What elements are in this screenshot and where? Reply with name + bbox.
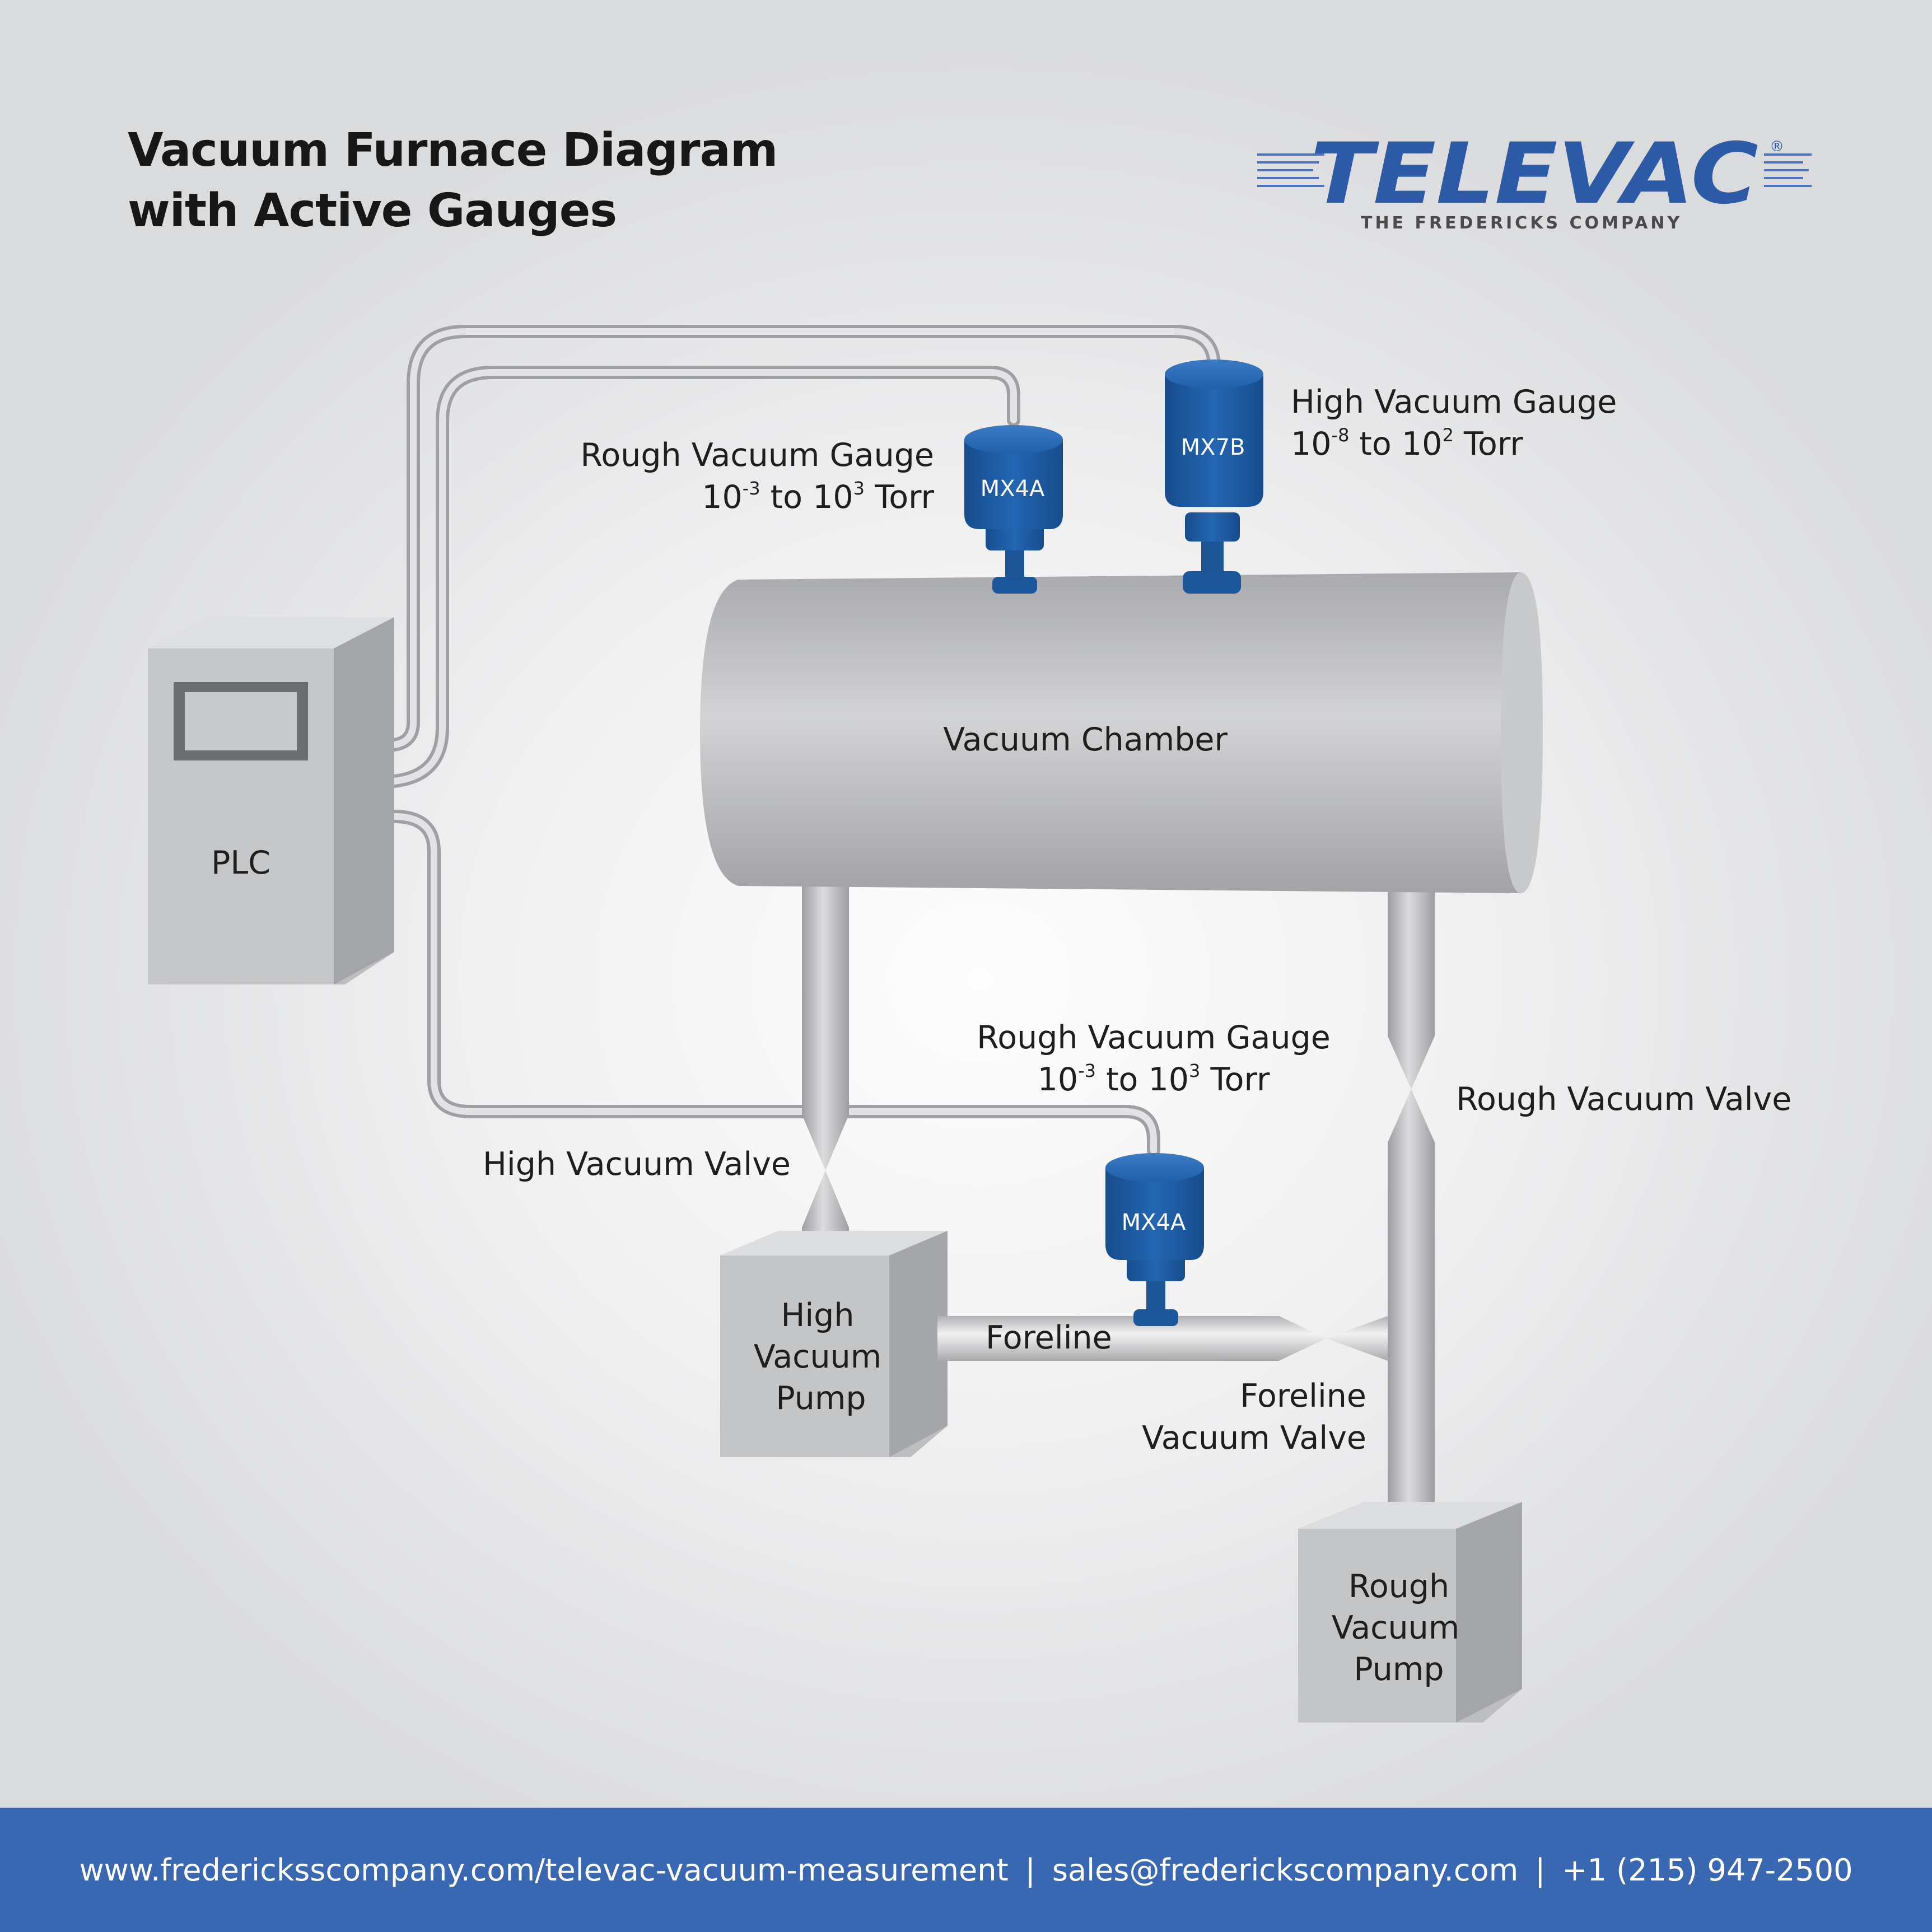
logo-registered-mark: ® [1770, 138, 1784, 155]
logo-tagline: THE FREDERICKS COMPANY [1361, 213, 1682, 233]
high-vacuum-gauge-top-name: High Vacuum Gauge [1291, 384, 1617, 421]
page-title: Vacuum Furnace Diagram with Active Gauge… [128, 120, 778, 241]
rough-vacuum-gauge-foreline-range: 10-3 to 103 Torr [1038, 1060, 1270, 1098]
signal-cables [388, 325, 1221, 1158]
rough-vacuum-gauge-top-range: 10-3 to 103 Torr [702, 478, 934, 516]
foreline-valve-label-1: Foreline [1240, 1378, 1366, 1415]
rough-vacuum-pump-label-3: Pump [1354, 1651, 1444, 1688]
footer-divider: | [1025, 1852, 1035, 1888]
rough-vacuum-pipe-upper [1388, 879, 1435, 1036]
high-vacuum-pump-label-2: Vacuum [754, 1338, 882, 1375]
high-vacuum-gauge-top: MX7B [1165, 360, 1263, 594]
logo-wordmark: TELEVAC [1310, 130, 1758, 223]
footer-bar: www.fredericksscompany.com/televac-vacuu… [0, 1808, 1932, 1932]
footer-website-link[interactable]: www.fredericksscompany.com/televac-vacuu… [79, 1852, 1009, 1888]
rough-vacuum-gauge-foreline: MX4A [1105, 1153, 1204, 1326]
high-vacuum-pump-label-3: Pump [776, 1380, 866, 1417]
rough-vacuum-valve-label: Rough Vacuum Valve [1456, 1081, 1791, 1118]
rough-vacuum-pipe-lower [1388, 1142, 1435, 1523]
high-vacuum-pump-label-1: High [781, 1297, 854, 1334]
vacuum-chamber-label: Vacuum Chamber [943, 721, 1228, 758]
rough-vacuum-pump-label-1: Rough [1348, 1568, 1449, 1605]
footer-email-link[interactable]: sales@frederickscompany.com [1052, 1852, 1519, 1888]
vacuum-chamber: Vacuum Chamber [700, 572, 1543, 893]
gauge-model-label: MX4A [1122, 1210, 1186, 1235]
gauge-model-label: MX7B [1181, 435, 1245, 460]
high-vacuum-gauge-top-range: 10-8 to 102 Torr [1291, 424, 1523, 463]
rough-vacuum-valve [1388, 1036, 1435, 1142]
plc-cabinet: PLC [148, 617, 394, 984]
high-vacuum-valve [802, 1114, 849, 1242]
plc-label: PLC [211, 844, 270, 881]
gauge-model-label: MX4A [981, 476, 1045, 502]
rough-vacuum-gauge-top-name: Rough Vacuum Gauge [580, 437, 934, 474]
rough-vacuum-gauge-foreline-name: Rough Vacuum Gauge [977, 1019, 1331, 1056]
foreline-label: Foreline [986, 1319, 1112, 1356]
title-line-2: with Active Gauges [128, 184, 617, 237]
high-vacuum-pump: High Vacuum Pump [720, 1231, 948, 1457]
rough-vacuum-pump: Rough Vacuum Pump [1298, 1502, 1522, 1723]
title-line-1: Vacuum Furnace Diagram [128, 124, 778, 177]
logo-speed-lines [1257, 153, 1812, 187]
foreline: Foreline [937, 1316, 1388, 1361]
rough-vacuum-gauge-top: MX4A [964, 425, 1063, 594]
foreline-valve-label-2: Vacuum Valve [1142, 1420, 1366, 1457]
televac-logo: TELEVAC ® THE FREDERICKS COMPANY [1257, 130, 1812, 233]
high-vacuum-valve-label: High Vacuum Valve [483, 1146, 791, 1183]
rough-vacuum-pump-label-2: Vacuum [1332, 1609, 1460, 1646]
high-vacuum-pipe [802, 879, 849, 1114]
footer-divider: | [1535, 1852, 1546, 1888]
footer-phone[interactable]: +1 (215) 947-2500 [1562, 1852, 1853, 1888]
